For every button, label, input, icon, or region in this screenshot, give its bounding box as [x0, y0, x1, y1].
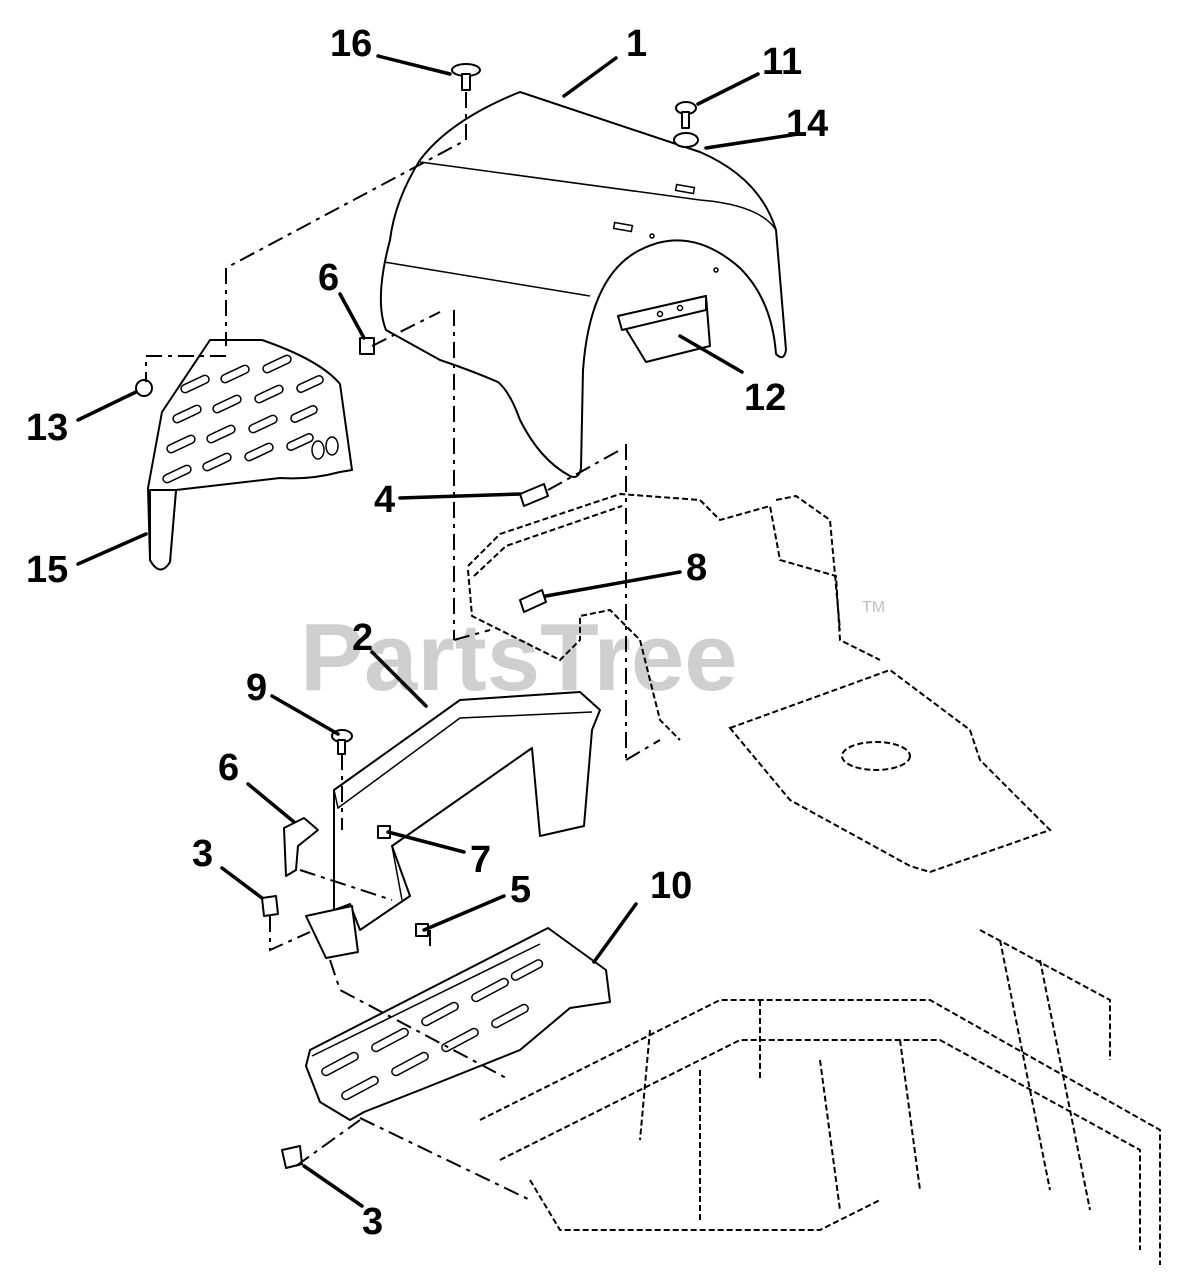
- callout-2: 2: [352, 617, 373, 659]
- callout-8: 8: [686, 547, 707, 589]
- screw-icon: [519, 483, 549, 507]
- callout-3-lower: 3: [362, 1201, 383, 1243]
- clip-nut-icon: [359, 337, 375, 355]
- seat-platform-phantom: [467, 492, 1052, 874]
- carriage-bolt-icon: [451, 63, 481, 91]
- fasteners: [135, 63, 699, 1169]
- base-panel-slots: [321, 959, 544, 1101]
- callout-7: 7: [470, 839, 491, 881]
- shroud-part: [283, 691, 601, 931]
- nut-icon: [135, 379, 153, 397]
- callout-6-upper: 6: [318, 257, 339, 299]
- base-panel-part: [305, 927, 611, 1121]
- leader-lines: [76, 54, 800, 1208]
- hex-bolt-icon: [675, 101, 697, 129]
- callout-12: 12: [744, 377, 786, 419]
- callout-1: 1: [626, 23, 647, 65]
- callout-6-lower: 6: [218, 747, 239, 789]
- hood-fender-part: [379, 91, 787, 478]
- callout-3-upper: 3: [192, 833, 213, 875]
- mount-bracket-part: [305, 905, 359, 959]
- watermark-tm: TM: [862, 599, 885, 616]
- screw-icon-3: [261, 895, 279, 917]
- callout-14: 14: [786, 103, 828, 145]
- callout-4: 4: [374, 479, 395, 521]
- callout-11: 11: [762, 41, 802, 83]
- screw-icon-4: [281, 1145, 303, 1169]
- panel-slots: [162, 354, 339, 484]
- callout-15: 15: [26, 549, 68, 591]
- assembly-lines: [145, 92, 661, 1201]
- watermark-text: PartsTree: [300, 604, 738, 711]
- screw-icon-2: [519, 589, 547, 613]
- callout-16: 16: [330, 23, 372, 65]
- tractor-frame-phantom: [479, 929, 1161, 1265]
- callout-labels: 16 1 11 14 6 12 13 4 15 8 2 9 6 7 3 10 5…: [26, 23, 828, 1243]
- bracket-part: [617, 295, 711, 363]
- washer-icon: [673, 132, 699, 148]
- callout-13: 13: [26, 407, 68, 449]
- callout-9: 9: [246, 667, 267, 709]
- callout-10: 10: [650, 865, 692, 907]
- perforated-panel-part: [147, 339, 353, 571]
- callout-5: 5: [510, 869, 531, 911]
